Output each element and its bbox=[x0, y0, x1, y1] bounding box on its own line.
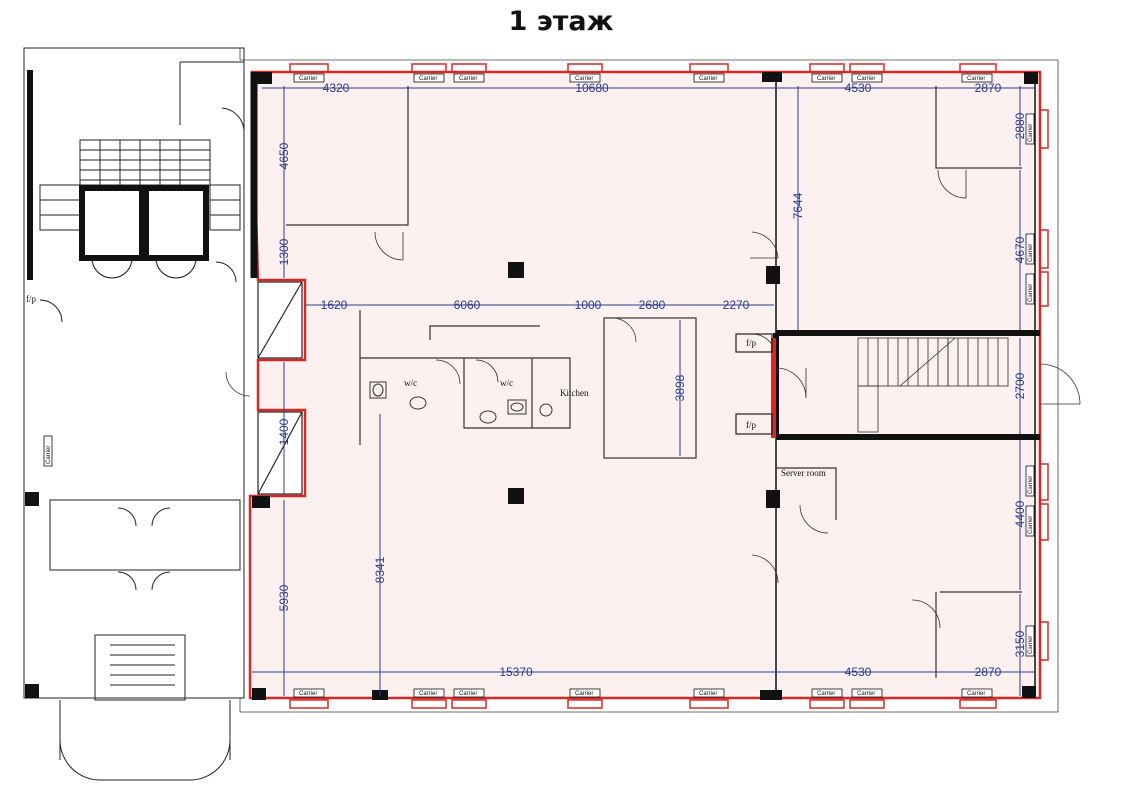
dim-8341: 8341 bbox=[373, 556, 387, 583]
carrier-label: Carrier bbox=[817, 76, 835, 82]
dim-1400: 1400 bbox=[277, 418, 291, 445]
dimension-labels: 4320 10680 4530 2870 4650 1300 2880 7644… bbox=[277, 81, 1027, 679]
elevator-shafts bbox=[79, 185, 209, 279]
door-swings bbox=[225, 169, 1081, 629]
facade-right bbox=[239, 48, 1059, 713]
fp-label-bottom: f/p bbox=[746, 420, 756, 430]
dim-15370: 15370 bbox=[499, 665, 533, 679]
carrier-label: Carrier bbox=[299, 691, 317, 697]
dim-1300: 1300 bbox=[277, 238, 291, 265]
carrier-labels-right: Carrier Carrier Carrier Carrier Carrier … bbox=[46, 124, 1034, 654]
carrier-label: Carrier bbox=[857, 691, 875, 697]
dim-1000: 1000 bbox=[575, 298, 602, 312]
dim-1620: 1620 bbox=[321, 298, 348, 312]
dim-4530-bottom: 4530 bbox=[845, 665, 872, 679]
wc-fixtures bbox=[369, 381, 553, 424]
kitchen-label: Kitchen bbox=[560, 388, 589, 398]
carrier-label: Carrier bbox=[419, 691, 437, 697]
adjacent-building bbox=[23, 47, 245, 781]
dim-2880: 2880 bbox=[1013, 112, 1027, 139]
vent-shafts bbox=[257, 281, 773, 495]
dim-2870-bottom: 2870 bbox=[975, 665, 1002, 679]
dim-3898: 3898 bbox=[673, 374, 687, 401]
dim-6060: 6060 bbox=[454, 298, 481, 312]
structural-walls bbox=[250, 72, 1040, 698]
wc-label-2: w/c bbox=[500, 378, 513, 388]
fp-label-left: f/p bbox=[26, 294, 36, 304]
carrier-label: Carrier bbox=[1028, 124, 1034, 142]
dim-10680: 10680 bbox=[575, 81, 609, 95]
dim-5930: 5930 bbox=[277, 584, 291, 611]
partitions bbox=[286, 86, 1022, 678]
carrier-label: Carrier bbox=[1028, 636, 1034, 654]
dim-2680: 2680 bbox=[639, 298, 666, 312]
carrier-label: Carrier bbox=[1028, 476, 1034, 494]
stair-lobby bbox=[857, 337, 1009, 433]
carrier-label: Carrier bbox=[575, 691, 593, 697]
dim-4670: 4670 bbox=[1013, 236, 1027, 263]
carrier-label: Carrier bbox=[459, 76, 477, 82]
carrier-label: Carrier bbox=[299, 76, 317, 82]
carrier-label: Carrier bbox=[967, 76, 985, 82]
leased-area bbox=[250, 72, 1040, 698]
carrier-label: Carrier bbox=[459, 691, 477, 697]
carrier-label: Carrier bbox=[1028, 244, 1034, 262]
dim-4530-top: 4530 bbox=[845, 81, 872, 95]
plan-title: 1 этаж bbox=[508, 6, 614, 37]
dim-3150: 3150 bbox=[1013, 630, 1027, 657]
carrier-label: Carrier bbox=[699, 76, 717, 82]
leased-boundary bbox=[248, 70, 1042, 700]
dim-4320: 4320 bbox=[323, 81, 350, 95]
fp-label-top: f/p bbox=[746, 338, 756, 348]
dim-4400: 4400 bbox=[1013, 500, 1027, 527]
carrier-label: Carrier bbox=[575, 76, 593, 82]
carrier-label: Carrier bbox=[817, 691, 835, 697]
carrier-labels-top: Carrier Carrier Carrier Carrier Carrier … bbox=[299, 76, 985, 82]
columns bbox=[252, 72, 1038, 700]
carriers-bottom bbox=[289, 688, 997, 709]
carrier-label: Carrier bbox=[1028, 284, 1034, 302]
wc-label-1: w/c bbox=[404, 378, 417, 388]
server-room-label: Server room bbox=[781, 468, 826, 478]
dim-2270: 2270 bbox=[723, 298, 750, 312]
carriers-right bbox=[43, 109, 1049, 661]
lobby-boundary-marker bbox=[771, 338, 776, 438]
carrier-label: Carrier bbox=[857, 76, 875, 82]
dim-2870-top: 2870 bbox=[975, 81, 1002, 95]
carriers-top bbox=[289, 63, 997, 83]
carrier-labels-bottom: Carrier Carrier Carrier Carrier Carrier … bbox=[299, 691, 985, 697]
carrier-label: Carrier bbox=[967, 691, 985, 697]
dim-2700: 2700 bbox=[1013, 372, 1027, 399]
carrier-label: Carrier bbox=[699, 691, 717, 697]
dimension-lines bbox=[252, 86, 1034, 696]
carrier-label: Carrier bbox=[1028, 516, 1034, 534]
carrier-label: Carrier bbox=[419, 76, 437, 82]
dim-7644: 7644 bbox=[791, 192, 805, 219]
carrier-label: Carrier bbox=[46, 446, 52, 464]
dim-4650: 4650 bbox=[277, 142, 291, 169]
